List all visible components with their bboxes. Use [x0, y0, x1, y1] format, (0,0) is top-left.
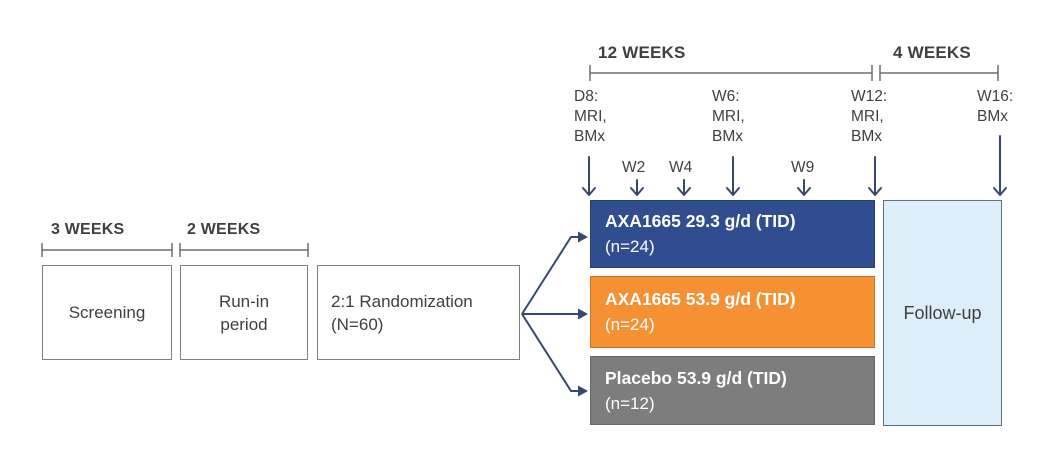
bracket-4-weeks: [879, 65, 999, 81]
timepoint-w2: W2: [622, 159, 646, 176]
randomization-box: 2:1 Randomization (N=60): [317, 265, 520, 360]
duration-label-followup: 4 WEEKS: [893, 43, 971, 62]
runin-period-box: Run-in period: [180, 265, 308, 360]
down-arrow-w9: [797, 179, 811, 196]
timepoint-w6: W6: MRI, BMx: [712, 88, 745, 145]
down-arrow-w12: [868, 156, 882, 196]
duration-label-treatment: 12 WEEKS: [598, 43, 686, 62]
followup-box: Follow-up: [883, 200, 1002, 426]
arm-placebo: Placebo 53.9 g/d (TID) (n=12): [590, 356, 875, 425]
down-arrow-w4: [677, 179, 691, 196]
timepoint-w4: W4: [669, 159, 693, 176]
down-arrow-w2: [630, 179, 644, 196]
arm-axa1665-high-dose: AXA1665 53.9 g/d (TID) (n=24): [590, 276, 875, 348]
down-arrow-w16: [993, 135, 1007, 196]
down-arrow-w6: [726, 156, 740, 196]
screening-box: Screening: [42, 265, 172, 360]
duration-label-runin: 2 WEEKS: [187, 221, 261, 238]
bracket-3-weeks: [41, 243, 173, 257]
randomization-fork-arrows: [521, 231, 588, 397]
timepoint-d8: D8: MRI, BMx: [574, 88, 607, 145]
arm-axa1665-low-dose: AXA1665 29.3 g/d (TID) (n=24): [590, 200, 875, 268]
timepoint-w9: W9: [791, 159, 815, 176]
bracket-12-weeks: [589, 65, 873, 81]
down-arrow-d8: [582, 156, 596, 196]
timepoint-w12: W12: MRI, BMx: [851, 88, 888, 145]
timepoint-w16: W16: BMx: [977, 88, 1014, 125]
bracket-2-weeks: [179, 243, 309, 257]
duration-label-screening: 3 WEEKS: [51, 221, 125, 238]
